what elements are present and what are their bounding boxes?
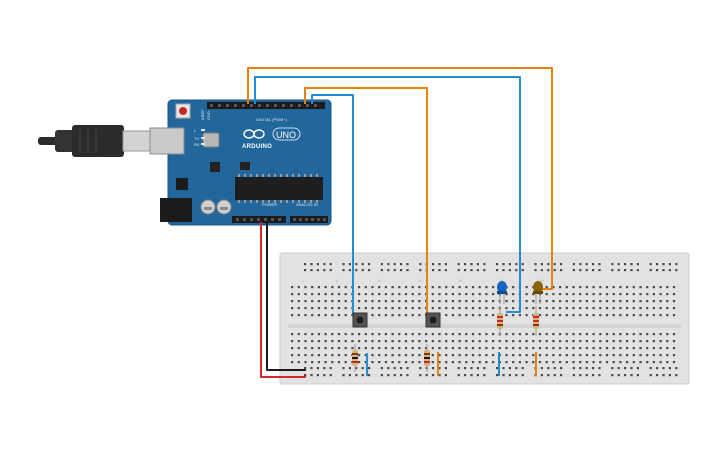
arduino-uno-board[interactable]: AREF GND DIGITAL (PWM~) L TX RX ARDUINO …: [149, 99, 332, 226]
resistor-led-blue[interactable]: [497, 306, 503, 336]
aref-label: AREF: [200, 109, 205, 120]
digital-label: DIGITAL (PWM~): [256, 117, 288, 122]
resistor-button-1[interactable]: [352, 344, 358, 372]
bb-col-5: 5: [336, 279, 338, 283]
wire-blue-pin11-to-blue-led[interactable]: [254, 76, 521, 313]
wire-red-5v[interactable]: [260, 222, 306, 378]
analog-header[interactable]: [290, 216, 328, 223]
wire-orange-pin12-to-amber-led[interactable]: [247, 67, 553, 290]
arduino-logo: ARDUINO UNO: [242, 127, 301, 150]
push-button-2[interactable]: [425, 312, 441, 328]
power-label: POWER: [262, 202, 277, 207]
bb-col-30: 30: [540, 279, 544, 283]
wire-orange-pin3-to-button-2[interactable]: [304, 87, 428, 315]
logo-text: ARDUINO: [242, 144, 272, 150]
voltage-regulator: [176, 178, 188, 190]
bb-col-1: 1: [302, 279, 304, 283]
led-label-rx: RX: [194, 142, 200, 147]
analog-label: ANALOG IN: [296, 202, 318, 207]
led-amber[interactable]: [533, 281, 543, 304]
bb-col-15: 15: [418, 279, 422, 283]
crystal-oscillator: [202, 132, 220, 148]
breadboard[interactable]: 1 5 10 15 20 25 30: [279, 252, 690, 385]
wire-black-gnd[interactable]: [266, 222, 306, 371]
led-blue[interactable]: [497, 281, 507, 304]
bb-col-10: 10: [377, 279, 381, 283]
resistor-button-2[interactable]: [424, 344, 430, 372]
led-label-l: L: [194, 128, 197, 133]
breadboard-holes[interactable]: [291, 263, 678, 377]
atmega-chip: [235, 177, 323, 200]
gnd-label: GND: [206, 111, 211, 120]
wire-blue-pin2-to-button-1[interactable]: [311, 94, 354, 315]
model-text: UNO: [276, 130, 296, 140]
bb-col-25: 25: [499, 279, 503, 283]
push-button-1[interactable]: [352, 312, 368, 328]
resistor-led-amber[interactable]: [533, 306, 539, 336]
dc-power-jack: [160, 198, 192, 222]
led-label-tx: TX: [194, 136, 199, 141]
usb-cable[interactable]: [38, 125, 154, 157]
bb-col-20: 20: [458, 279, 462, 283]
usb-jack: [149, 127, 185, 155]
